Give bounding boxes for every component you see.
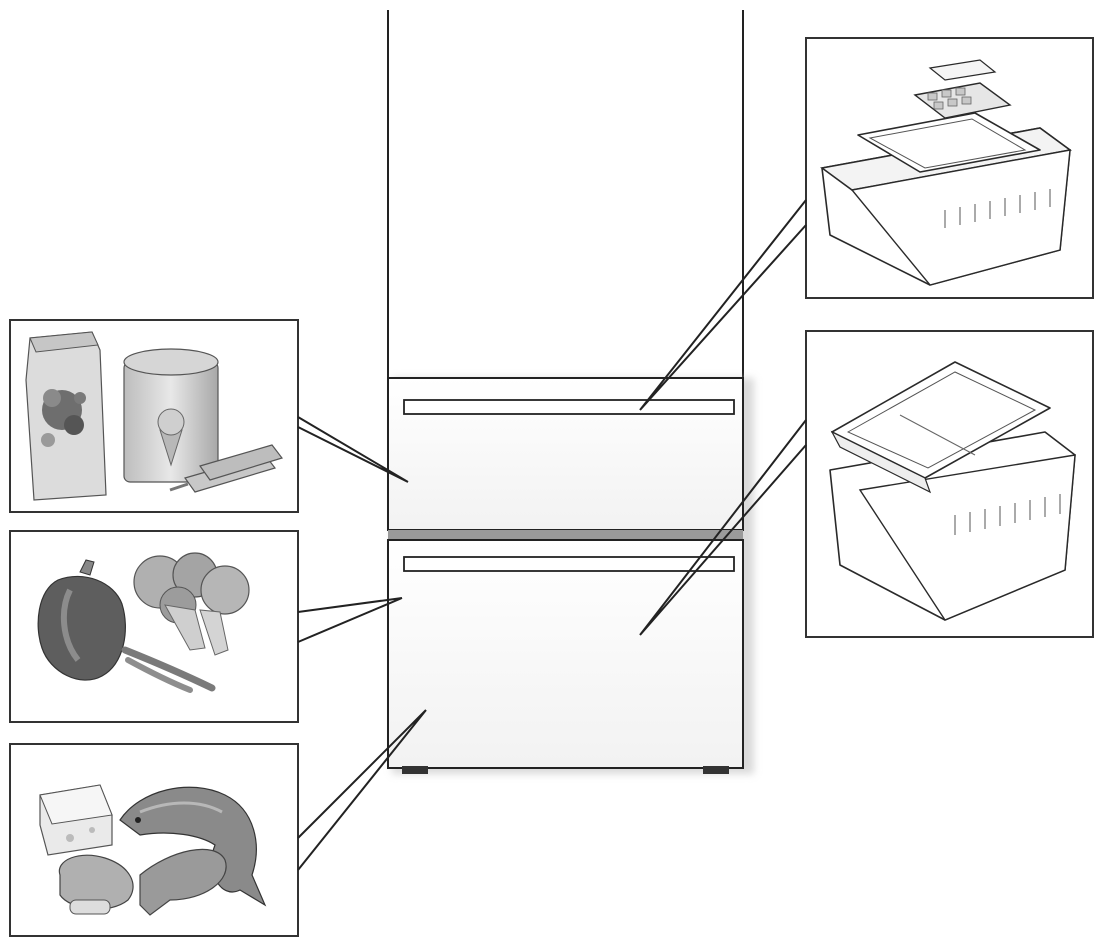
drawer-gap [388, 530, 743, 540]
callout-frozen-foods [9, 319, 299, 513]
callout-vegetables [9, 530, 299, 723]
frozen-food-icon [25, 331, 284, 501]
callout-meat-fish-cheese [9, 743, 299, 937]
leader-frozen-foods [297, 416, 409, 483]
upper-drawer-handle[interactable] [403, 399, 735, 415]
leader-upper-bins [639, 199, 807, 411]
leader-lower-bins [639, 419, 807, 636]
refrigerator-feet [402, 766, 729, 774]
callout-upper-drawer-bins [805, 37, 1094, 299]
upper-freezer-drawer[interactable] [387, 377, 744, 531]
meat-fish-icon [39, 784, 267, 916]
callout-lower-drawer-bins [805, 330, 1094, 638]
leader-vegetables [297, 597, 403, 643]
lower-freezer-drawer[interactable] [387, 539, 744, 769]
leader-meat-fish [297, 709, 427, 871]
ice-tray-bin-icon [820, 59, 1072, 286]
stacked-bins-icon [829, 361, 1076, 621]
leader-lines [297, 199, 807, 871]
lower-drawer-handle[interactable] [403, 556, 735, 572]
vegetables-icon [37, 552, 250, 693]
